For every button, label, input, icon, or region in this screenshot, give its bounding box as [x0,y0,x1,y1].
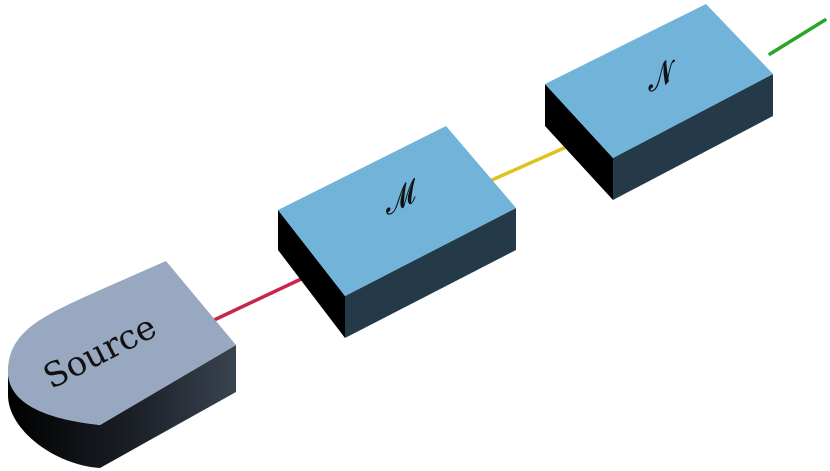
source-bottom-side [8,345,236,468]
box-n: 𝓝 [545,4,773,200]
wire-n-out [768,18,827,56]
wire-source-to-m [210,270,318,323]
source-block: Source [8,261,236,468]
box-m-left-face [278,210,345,338]
box-n-top-face [545,4,773,158]
box-m-front-face [345,208,516,338]
box-m: 𝓜 [278,126,516,338]
source-top-face [8,261,236,425]
box-m-top-face [278,126,516,296]
box-n-front-face [613,74,773,200]
box-n-left-face [545,84,613,200]
